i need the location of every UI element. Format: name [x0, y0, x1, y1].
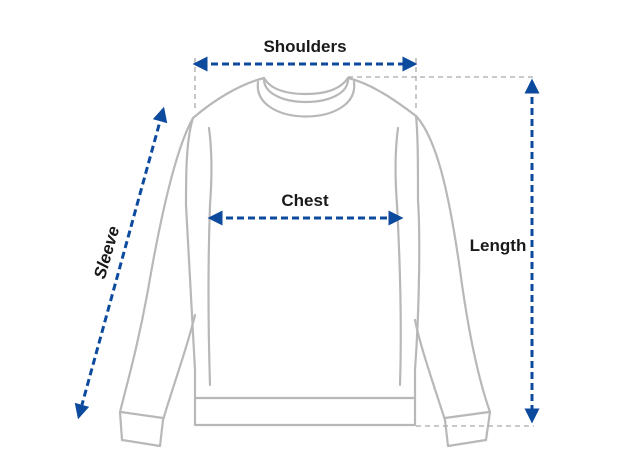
length-label: Length — [470, 236, 527, 255]
sleeve-arrow — [74, 106, 168, 420]
right-cuff-line — [443, 410, 491, 420]
collar-outline — [262, 76, 350, 103]
left-sleeve-outline — [118, 116, 197, 448]
sweatshirt-body-outline — [184, 76, 421, 427]
collar-inner-outline — [256, 80, 356, 118]
chest-label: Chest — [281, 191, 329, 210]
sleeve-label: Sleeve — [90, 224, 123, 281]
sweatshirt-outline — [118, 76, 492, 448]
measurement-arrows — [74, 56, 540, 424]
left-cuff-line — [119, 410, 165, 420]
shoulders-label: Shoulders — [263, 37, 346, 56]
guide-lines — [194, 58, 534, 427]
left-armhole-seam — [207, 126, 213, 387]
right-sleeve-outline — [413, 114, 492, 448]
right-armhole-seam — [394, 126, 402, 387]
